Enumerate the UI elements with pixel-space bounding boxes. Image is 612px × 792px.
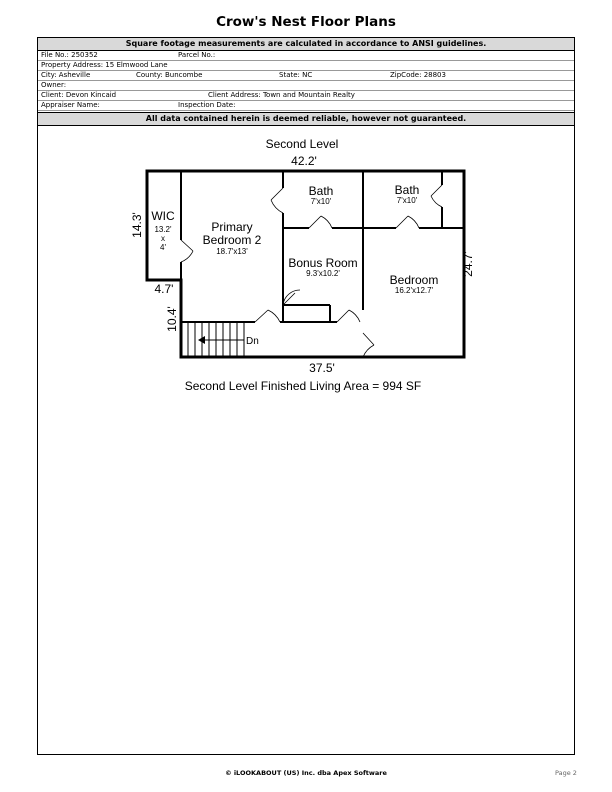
page-number: Page 2 [555, 769, 577, 777]
property-address: Property Address: 15 Elmwood Lane [41, 61, 168, 69]
dim-top: 42.2' [291, 154, 317, 168]
bath-2-label: Bath [395, 183, 420, 197]
header-row-1: File No.: 250352 Parcel No.: [38, 51, 574, 61]
dim-left-upper: 14.3' [130, 212, 144, 238]
inspection-date: Inspection Date: [178, 101, 236, 109]
primary-bedroom-label-2: Bedroom 2 [203, 233, 262, 247]
client-address: Client Address: Town and Mountain Realty [208, 91, 355, 99]
bonus-room-label: Bonus Room [288, 256, 357, 270]
header-row-6: Appraiser Name: Inspection Date: [38, 101, 574, 111]
stairs [187, 322, 245, 357]
wic-dim-1: 13.2' [154, 225, 172, 234]
area-caption: Second Level Finished Living Area = 994 … [185, 379, 421, 393]
wic-dim-2: x [161, 234, 165, 243]
bedroom-dim: 16.2'x12.7' [395, 286, 434, 295]
dim-bottom: 37.5' [309, 361, 335, 375]
dim-right: 24.7' [461, 251, 475, 277]
header-row-5: Client: Devon Kincaid Client Address: To… [38, 91, 574, 101]
bedroom-label: Bedroom [390, 273, 439, 287]
appraiser-name: Appraiser Name: [41, 101, 100, 109]
city: City: Asheville [41, 71, 91, 79]
header-row-4: Owner: [38, 81, 574, 91]
wic-label: WIC [151, 209, 175, 223]
primary-bedroom-dim: 18.7'x13' [216, 247, 248, 256]
header-row-3: City: Asheville County: Buncombe State: … [38, 71, 574, 81]
header-row-2: Property Address: 15 Elmwood Lane [38, 61, 574, 71]
door-swings [180, 184, 443, 358]
page-title: Crow's Nest Floor Plans [216, 14, 396, 30]
document-frame [37, 37, 575, 755]
wic-dim-3: 4' [160, 243, 166, 252]
file-number: File No.: 250352 [41, 51, 98, 59]
bath-2-dim: 7'x10' [397, 196, 418, 205]
bonus-room-dim: 9.3'x10.2' [306, 269, 340, 278]
state: State: NC [279, 71, 313, 79]
bath-1-label: Bath [309, 184, 334, 198]
ansi-notice: Square footage measurements are calculat… [38, 38, 574, 51]
primary-bedroom-label-1: Primary [211, 220, 252, 234]
disclaimer: All data contained herein is deemed reli… [38, 112, 574, 126]
level-title: Second Level [266, 137, 339, 151]
copyright: © iLOOKABOUT (US) Inc. dba Apex Software [225, 769, 387, 777]
stair-arrow-icon [198, 336, 205, 344]
county: County: Buncombe [136, 71, 203, 79]
bath-1-dim: 7'x10' [311, 197, 332, 206]
stairs-label: Dn [246, 336, 259, 347]
owner: Owner: [41, 81, 67, 89]
dim-left-lower: 10.4' [165, 306, 179, 332]
parcel-number: Parcel No.: [178, 51, 216, 59]
outer-walls [145, 169, 466, 359]
interior-walls [180, 171, 464, 323]
dim-step: 4.7' [155, 282, 174, 296]
client: Client: Devon Kincaid [41, 91, 117, 99]
zipcode: ZipCode: 28803 [390, 71, 446, 79]
